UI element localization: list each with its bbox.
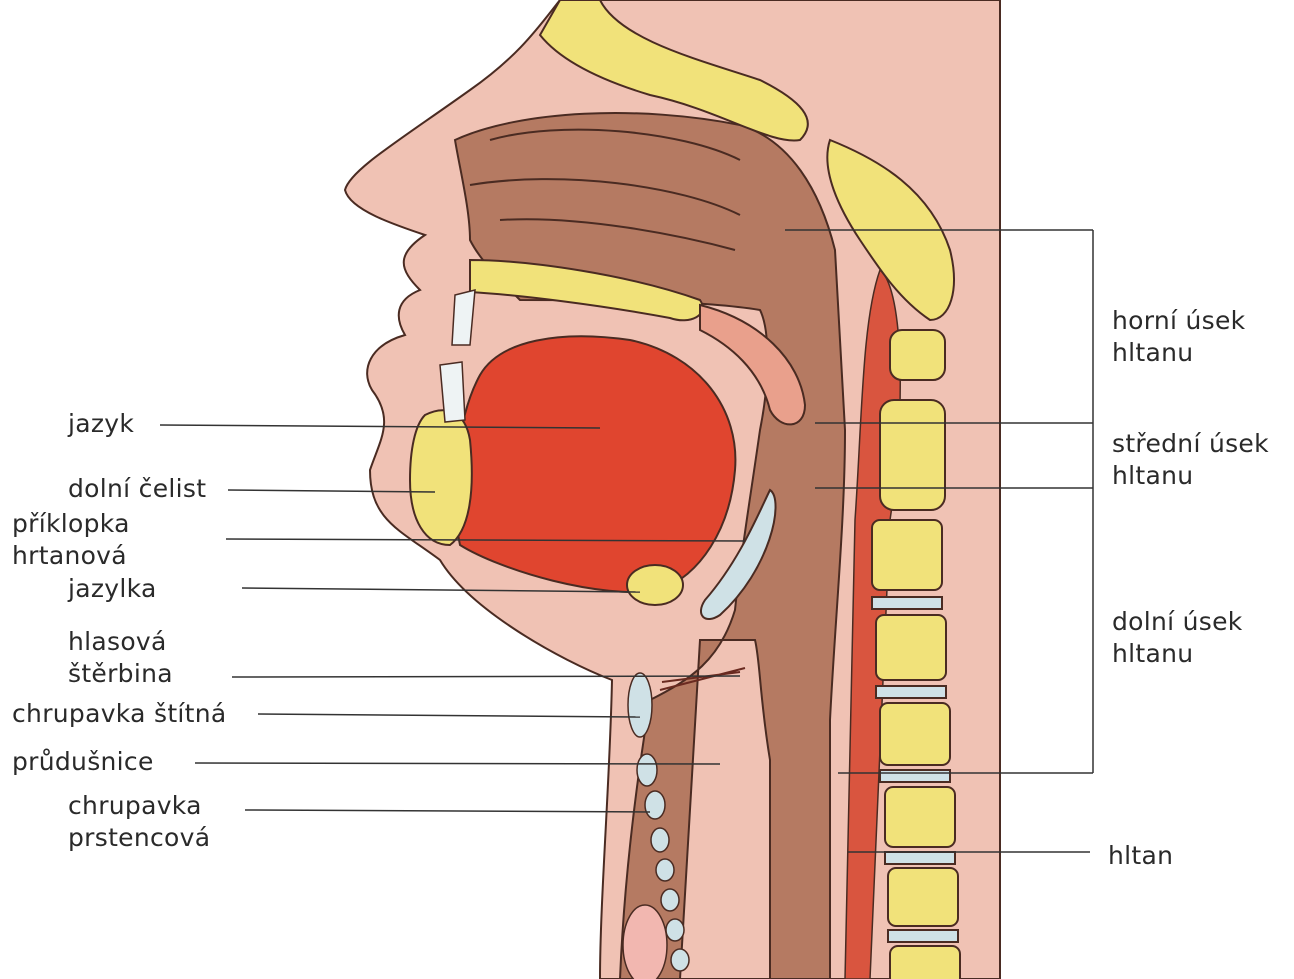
leader-prstencova [245,810,650,812]
mandible [410,410,472,545]
label-dolni-usek-hltanu: dolní úsek hltanu [1112,606,1243,670]
label-jazyk: jazyk [68,408,134,440]
label-priklopka-hrtanova: příklopka hrtanová [12,508,130,572]
label-dolni-celist: dolní čelist [68,473,206,505]
label-chrupavka-prstencova: chrupavka prstencová [68,790,210,854]
lower-tooth [440,362,465,422]
leader-hlasova [232,676,740,677]
label-prudusnice: průdušnice [12,746,154,778]
hyoid-bone [627,565,683,605]
label-hltan: hltan [1108,840,1173,872]
leader-prudusnice [195,763,720,764]
thyroid-gland [623,905,667,979]
label-stredni-usek-hltanu: střední úsek hltanu [1112,428,1269,492]
tongue [455,336,735,592]
label-hlasova-sterbina: hlasová štěrbina [68,626,173,690]
label-horni-usek-hltanu: horní úsek hltanu [1112,305,1245,369]
label-chrupavka-stitna: chrupavka štítná [12,698,227,730]
leader-stitna [258,714,640,717]
label-jazylka: jazylka [68,573,157,605]
